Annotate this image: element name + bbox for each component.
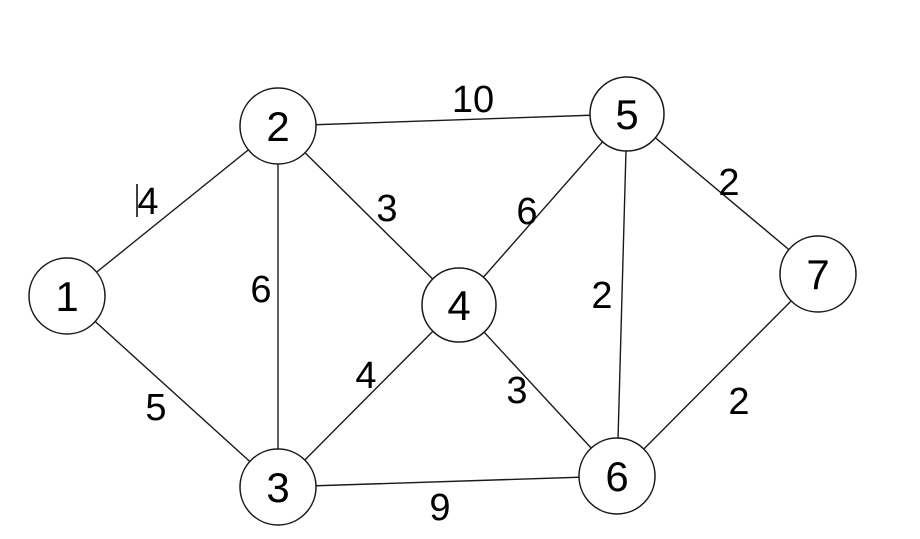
edge-4-6[interactable] (458, 304, 618, 477)
edge-3-6[interactable] (277, 475, 618, 488)
node-1-label: 1 (55, 273, 78, 320)
node-4[interactable]: 4 (421, 267, 497, 343)
node-4-circle[interactable] (421, 267, 497, 343)
node-7[interactable]: 7 (779, 235, 857, 313)
edge-1-2-weight-label[interactable]: 4 (137, 181, 158, 223)
edge-2-4-weight-label[interactable]: 3 (376, 188, 397, 230)
edge-1-2[interactable] (66, 125, 279, 297)
edge-4-6-weight-label[interactable]: 3 (506, 370, 527, 412)
edge-5-6-weight-label[interactable]: 2 (591, 275, 612, 317)
node-7-label: 7 (806, 251, 829, 298)
edge-6-7-weight-label[interactable]: 2 (728, 381, 749, 423)
edge-2-5[interactable] (277, 113, 628, 127)
edge-5-7[interactable] (626, 113, 819, 275)
node-6[interactable]: 6 (578, 437, 656, 515)
node-5[interactable]: 5 (589, 76, 665, 152)
edge-5-6[interactable] (616, 113, 628, 477)
edge-3-4[interactable] (277, 304, 460, 488)
edge-6-7[interactable] (616, 273, 819, 477)
edge-2-3-weight-label[interactable]: 6 (250, 269, 271, 311)
edge-2-5-weight-label[interactable]: 10 (452, 79, 494, 121)
node-2-label: 2 (266, 103, 289, 150)
edge-1-3[interactable] (66, 295, 279, 488)
edge-4-5[interactable] (458, 113, 628, 306)
node-2-circle[interactable] (239, 87, 317, 165)
node-6-circle[interactable] (578, 437, 656, 515)
edge-2-4[interactable] (277, 125, 460, 306)
node-4-label: 4 (447, 282, 470, 329)
node-5-circle[interactable] (589, 76, 665, 152)
node-3-label: 3 (266, 464, 289, 511)
edge-1-3-weight-label[interactable]: 5 (145, 387, 166, 429)
node-5-label: 5 (615, 91, 638, 138)
node-1[interactable]: 1 (28, 257, 106, 335)
edge-3-6-weight-label[interactable]: 9 (429, 487, 450, 529)
node-3[interactable]: 3 (239, 448, 317, 526)
edge-3-4-weight-label[interactable]: 4 (355, 355, 376, 397)
node-1-circle[interactable] (28, 257, 106, 335)
node-7-circle[interactable] (779, 235, 857, 313)
node-6-label: 6 (605, 453, 628, 500)
node-2[interactable]: 2 (239, 87, 317, 165)
edge-5-7-weight-label[interactable]: 2 (718, 162, 739, 204)
edge-4-5-weight-label[interactable]: 6 (516, 191, 537, 233)
node-3-circle[interactable] (239, 448, 317, 526)
